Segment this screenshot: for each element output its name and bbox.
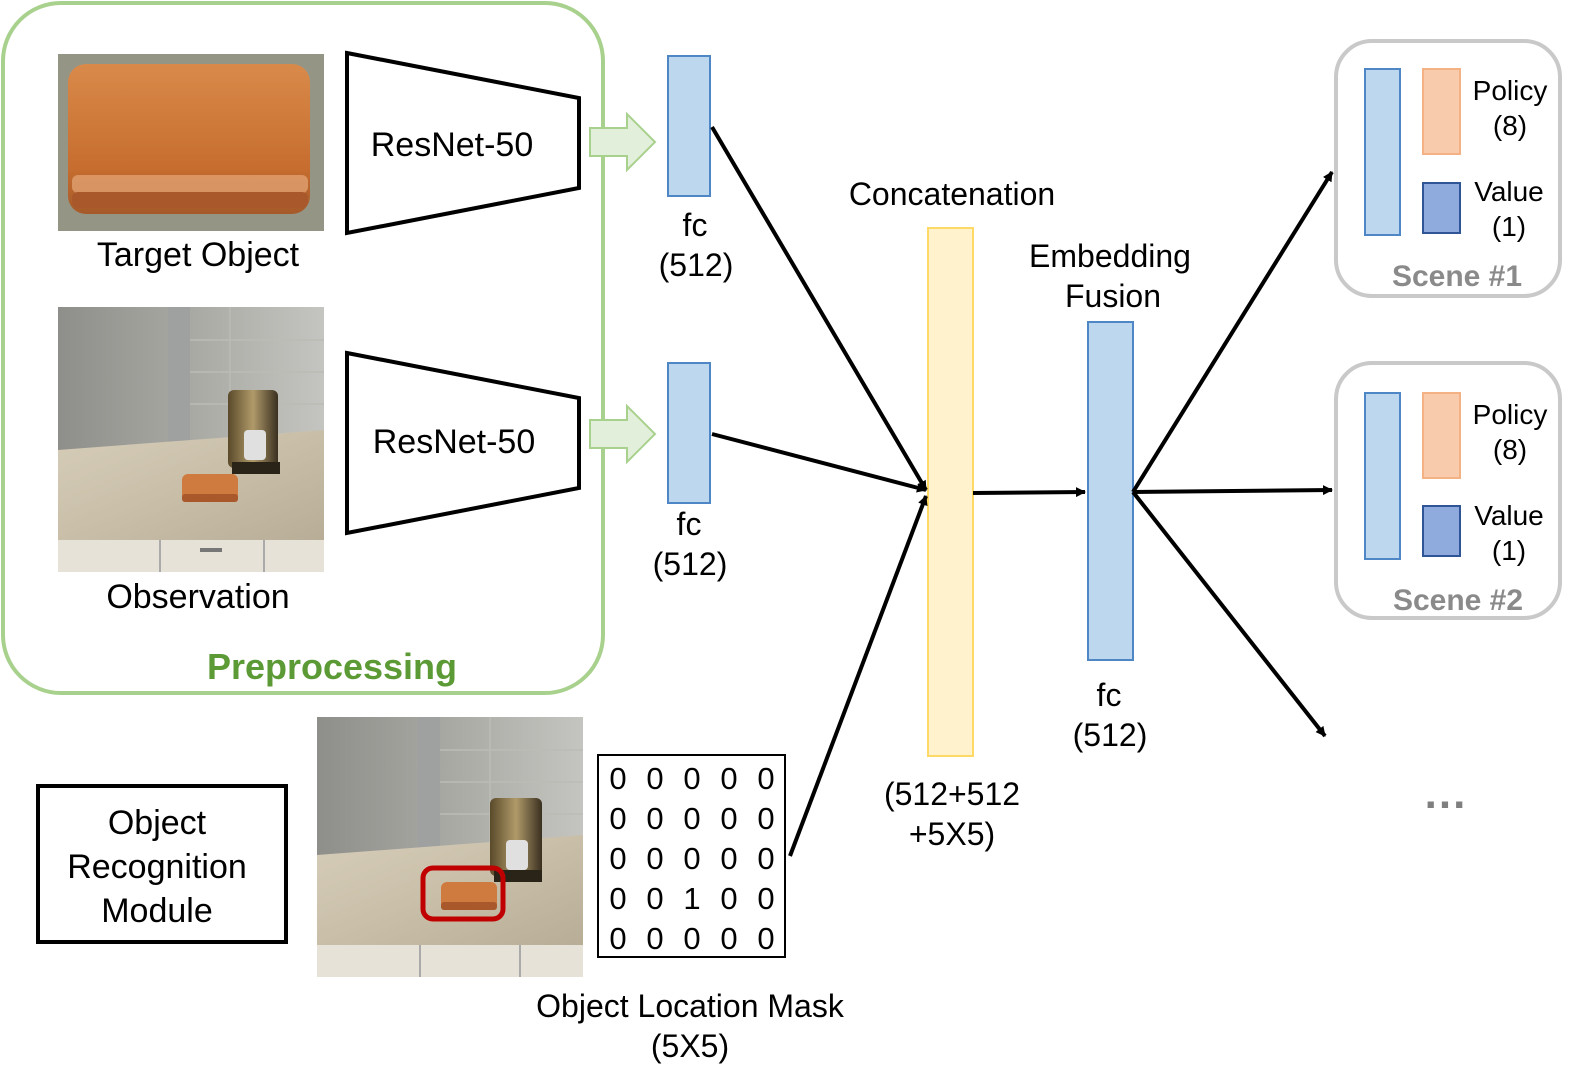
mask-grid: 0 0 0 0 0 0 0 0 0 0 0 0 0 0 0 0 0 1 0 0 … xyxy=(609,761,774,956)
mask-cell: 0 xyxy=(757,881,774,916)
mask-cell: 0 xyxy=(757,761,774,796)
fc-bottom-name: fc xyxy=(677,506,702,542)
scene-2-value-bar xyxy=(1422,505,1461,557)
mask-cell: 0 xyxy=(646,841,663,876)
scene-1-embedding xyxy=(1364,68,1401,236)
fc-layer-bottom xyxy=(667,362,711,504)
fusion-fc-size: (512) xyxy=(1073,717,1148,753)
mask-label: Object Location Mask xyxy=(536,988,845,1024)
mask-size: (5X5) xyxy=(651,1028,729,1064)
block-arrow-top xyxy=(589,111,657,173)
scene-2-policy-bar xyxy=(1422,392,1461,479)
concat-size-line1: (512+512 xyxy=(884,776,1020,812)
scene-2-value-label: Value xyxy=(1474,500,1544,531)
arrow-concat-to-fusion xyxy=(972,487,1086,498)
concat-size-line2: +5X5) xyxy=(909,816,995,852)
resnet-label-top: ResNet-50 xyxy=(371,126,534,164)
recognition-line1: Object xyxy=(108,804,207,842)
scene-1-value-bar xyxy=(1422,182,1461,234)
mask-cell: 0 xyxy=(646,881,663,916)
mask-cell: 0 xyxy=(609,881,626,916)
mask-cell: 0 xyxy=(757,841,774,876)
fc-layer-top xyxy=(667,55,711,197)
mask-cell: 0 xyxy=(683,801,700,836)
mask-cell: 0 xyxy=(720,801,737,836)
scene-2-value-size: (1) xyxy=(1492,535,1526,566)
mask-grid-border xyxy=(597,754,786,958)
scene-1-policy-size: (8) xyxy=(1493,110,1527,141)
scene-1-policy-bar xyxy=(1422,68,1461,155)
target-object-label: Target Object xyxy=(97,236,300,274)
arrow-fc-bottom-to-concat xyxy=(711,432,927,493)
preprocessing-title: Preprocessing xyxy=(207,646,457,687)
detection-image xyxy=(317,717,583,977)
scene-1-policy-label: Policy xyxy=(1473,75,1548,106)
mask-cell: 0 xyxy=(757,801,774,836)
mask-cell: 0 xyxy=(683,841,700,876)
concat-layer xyxy=(927,227,974,757)
fc-bottom-size: (512) xyxy=(653,546,728,582)
mask-cell: 0 xyxy=(720,881,737,916)
scene-1-value-size: (1) xyxy=(1492,211,1526,242)
mask-cell: 0 xyxy=(609,801,626,836)
scene-2-policy-label: Policy xyxy=(1473,399,1548,430)
scene-2-label: Scene #2 xyxy=(1393,584,1523,617)
target-object-image xyxy=(58,54,324,231)
fusion-layer xyxy=(1087,321,1134,661)
mask-cell: 0 xyxy=(720,921,737,956)
scene-2-embedding xyxy=(1364,392,1401,560)
mask-cell: 0 xyxy=(609,921,626,956)
detection-bounding-box xyxy=(420,865,506,922)
arrow-fusion-to-scene2 xyxy=(1132,485,1333,496)
concat-title: Concatenation xyxy=(849,176,1055,212)
fusion-title-line1: Embedding xyxy=(1029,238,1191,274)
fc-top-size: (512) xyxy=(659,247,734,283)
resnet-encoder-bottom xyxy=(345,350,581,536)
arrow-fusion-to-scene1 xyxy=(1131,170,1334,494)
mask-cell: 0 xyxy=(720,761,737,796)
mask-cell: 0 xyxy=(609,841,626,876)
mask-cell: 0 xyxy=(720,841,737,876)
mask-cell: 0 xyxy=(646,761,663,796)
scene-1-value-label: Value xyxy=(1474,176,1544,207)
scene-2-box xyxy=(1334,361,1562,620)
observation-label: Observation xyxy=(106,578,289,616)
recognition-line3: Module xyxy=(101,892,213,930)
mask-cell: 0 xyxy=(757,921,774,956)
fusion-title-line2: Fusion xyxy=(1065,278,1161,314)
fc-top-name: fc xyxy=(683,207,708,243)
block-arrow-bottom xyxy=(589,403,657,465)
mask-cell: 0 xyxy=(683,761,700,796)
recognition-line2: Recognition xyxy=(67,848,247,886)
scene-1-box xyxy=(1334,39,1562,298)
resnet-encoder-top xyxy=(345,50,581,236)
mask-cell: 1 xyxy=(683,881,700,916)
object-recognition-module xyxy=(36,784,288,944)
more-scenes-ellipsis: ... xyxy=(1425,769,1468,818)
mask-cell: 0 xyxy=(683,921,700,956)
mask-cell: 0 xyxy=(609,761,626,796)
mask-cell: 0 xyxy=(646,921,663,956)
arrow-fusion-to-more xyxy=(1131,490,1327,738)
observation-image xyxy=(58,307,324,572)
scene-1-label: Scene #1 xyxy=(1392,260,1522,293)
arrow-fc-top-to-concat xyxy=(710,125,928,492)
fusion-fc-name: fc xyxy=(1097,677,1122,713)
scene-2-policy-size: (8) xyxy=(1493,434,1527,465)
preprocessing-box xyxy=(1,1,605,695)
resnet-label-bottom: ResNet-50 xyxy=(373,423,536,461)
arrow-mask-to-concat xyxy=(788,495,928,857)
mask-cell: 0 xyxy=(646,801,663,836)
connection-arrows xyxy=(710,125,1334,857)
